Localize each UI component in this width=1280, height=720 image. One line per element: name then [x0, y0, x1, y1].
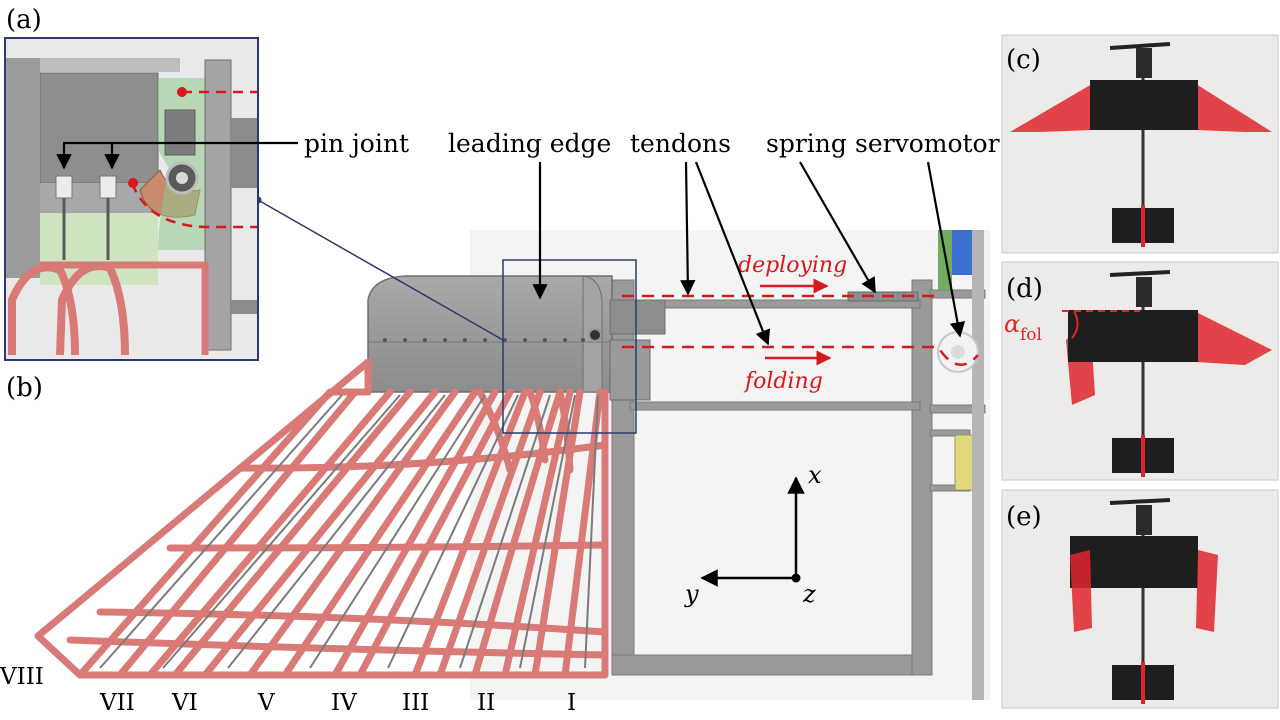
axis-x-label: x: [808, 461, 822, 489]
feather-label: III: [402, 690, 429, 716]
pin-block: [99, 175, 117, 199]
wing-body: [1090, 80, 1198, 130]
photo-panel-c: (c): [1001, 34, 1279, 254]
axis-y-label: y: [684, 580, 699, 608]
feather-label: VI: [171, 690, 198, 716]
bearing: [588, 328, 602, 342]
fold-angle-symbol: α: [1004, 310, 1020, 338]
photo-panel-d: α fol (d): [1001, 261, 1279, 481]
panel-label-d: (d): [1006, 274, 1043, 304]
right-wing-deployed: [1196, 84, 1272, 132]
inset-border: [4, 37, 259, 361]
photo-panel-e: (e): [1001, 489, 1279, 709]
panel-label-c: (c): [1006, 45, 1041, 75]
rivet-row: [383, 338, 585, 342]
leading-edge-housing: [367, 275, 613, 393]
fold-angle-arc: [1071, 310, 1079, 339]
fold-angle-subscript: fol: [1020, 325, 1042, 345]
right-wing-folded: [1196, 550, 1218, 632]
feather-label: VIII: [0, 664, 44, 690]
inset-detail: [4, 37, 259, 361]
feather-label: V: [257, 690, 275, 716]
pin-block: [55, 175, 73, 199]
propeller: [1109, 42, 1171, 50]
coordinate-axes: x y z: [684, 461, 822, 608]
tendons-label: tendons: [630, 129, 731, 158]
panel-label-a: (a): [6, 5, 42, 35]
right-wing-partial: [1196, 312, 1272, 365]
feather-label: II: [477, 690, 495, 716]
feather-numerals: VIII VII VI V IV III II I: [0, 664, 576, 716]
folding-tendon: [622, 345, 979, 366]
zoom-connector: [257, 199, 504, 341]
leading-edge-label: leading edge: [448, 129, 611, 158]
axis-z-label: z: [802, 580, 816, 608]
feather-lattice: [34, 358, 609, 679]
zoom-region: [502, 259, 637, 434]
feather-label: VII: [99, 690, 135, 716]
pin-joint-label: pin joint: [304, 129, 409, 158]
servomotor-label: servomotor: [855, 129, 1000, 158]
feather-label: I: [567, 690, 576, 716]
spring-label: spring: [766, 129, 847, 158]
left-wing-folded: [1070, 550, 1092, 632]
panel-label-b: (b): [6, 373, 43, 403]
folding-label: folding: [743, 369, 823, 394]
deploying-label: deploying: [738, 253, 847, 278]
feather-rods: [99, 394, 599, 669]
panel-label-e: (e): [1006, 502, 1042, 532]
fuselage-edge: [972, 230, 984, 700]
callout-lines: [56, 141, 966, 346]
left-wing-deployed: [1010, 84, 1092, 132]
feather-label: IV: [331, 690, 357, 716]
